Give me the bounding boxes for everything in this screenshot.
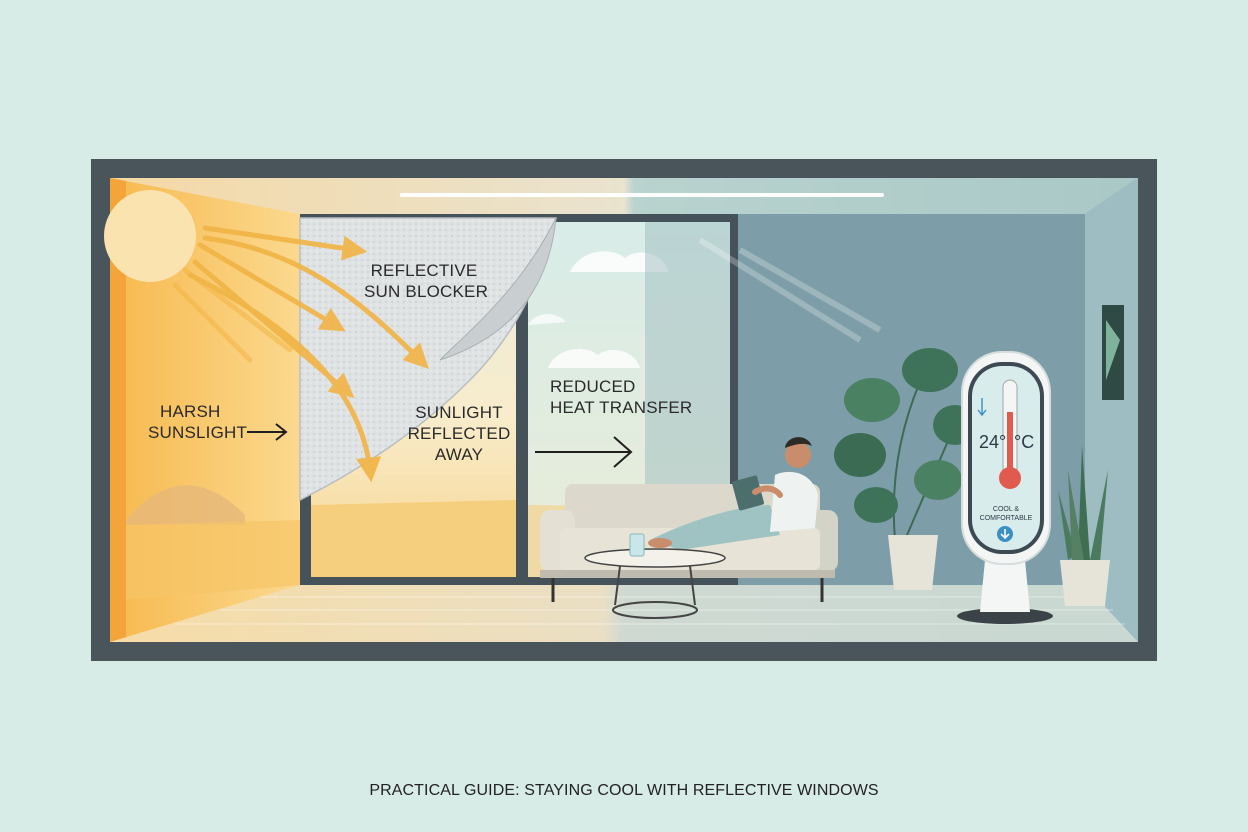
person-reading [648, 437, 818, 550]
cloud [570, 251, 668, 272]
floor-boards [175, 596, 1125, 625]
reduced-heat-label: REDUCED HEAT TRANSFER [550, 377, 693, 417]
cool-arrow-icon [977, 398, 987, 417]
snake-plant [1058, 445, 1110, 606]
left-wall-edge [110, 178, 126, 642]
harsh-sunlight-arrow [247, 423, 288, 441]
sunlight-reflected-label: SUNLIGHT REFLECTED AWAY [407, 403, 511, 464]
down-arrow-icon [1000, 529, 1010, 540]
window-desert [311, 500, 516, 577]
thermostat-temperature: 24° [979, 432, 1007, 452]
film-curl [439, 217, 557, 361]
desert-dune [126, 485, 245, 525]
floor [110, 585, 1138, 642]
desert-ground [126, 520, 300, 600]
ceiling-light [400, 193, 884, 197]
cloud [528, 314, 566, 325]
coffee-table [584, 533, 726, 619]
reflective-blocker-label: REFLECTIVE SUN BLOCKER [364, 261, 489, 301]
harsh-sunlight-label: HARSH SUNSLIGHT [148, 402, 248, 442]
light-beams [698, 237, 882, 343]
page-caption: PRACTICAL GUIDE: STAYING COOL WITH REFLE… [369, 782, 879, 799]
heat-transfer-arrow [535, 436, 633, 468]
thermostat-unit: °C [1014, 432, 1035, 452]
thermometer-fill [1007, 412, 1013, 472]
monstera-plant [834, 348, 977, 590]
thermostat [957, 351, 1053, 624]
thermostat-status: COOL & COMFORTABLE [979, 506, 1033, 522]
cloud [548, 348, 640, 368]
sun [104, 190, 196, 282]
sun-rays [172, 225, 429, 483]
